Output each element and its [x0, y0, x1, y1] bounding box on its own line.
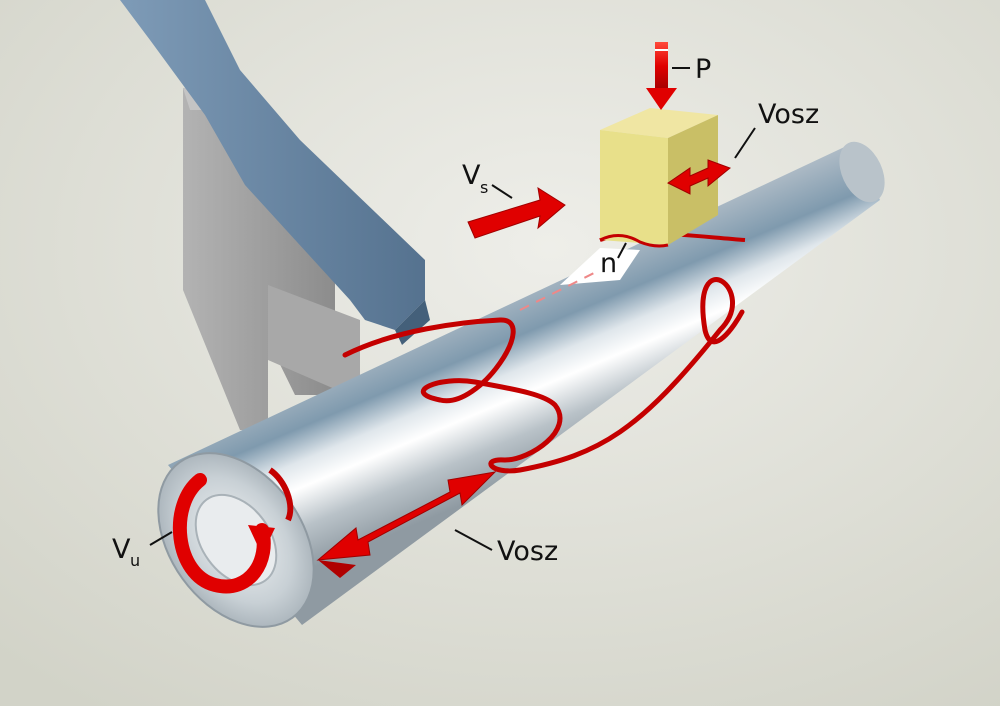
arrow-vosz-top-body [667, 159, 731, 195]
cylinder-body [168, 142, 880, 625]
cube-front [600, 130, 668, 245]
leader-vu [149, 531, 173, 546]
cube-contact-edge [599, 234, 669, 248]
arrow-vu-arc [173, 473, 271, 594]
label-vu-main: V [112, 534, 131, 565]
label-vs-main: V [462, 160, 481, 191]
feed-trace [519, 269, 601, 311]
cylinder-far-end [839, 141, 885, 203]
arrow-vu-back [268, 467, 294, 522]
tool-holder [120, 0, 430, 430]
cube-top [600, 108, 718, 138]
leader-lines [149, 67, 756, 551]
arrow-p [646, 42, 677, 110]
label-n: n [600, 248, 617, 279]
label-p: P [695, 54, 711, 85]
label-vosz-bottom: Vosz [497, 536, 558, 567]
leader-vosz-bottom [454, 529, 493, 551]
arrow-vosz-bottom-tip [318, 560, 356, 578]
holder-blue-strip [120, 0, 425, 330]
arrow-p-shaft [655, 42, 668, 90]
leader-vosz-top [734, 127, 756, 159]
arrow-vosz-bottom-body [316, 471, 497, 561]
leader-n [617, 242, 627, 259]
arrow-vu-head [248, 525, 275, 555]
contact-highlight [560, 248, 640, 285]
arrow-p-head [646, 88, 677, 110]
holder-grey-foot [268, 285, 360, 400]
arrow-vosz-top [667, 159, 731, 195]
arrow-vu [173, 467, 294, 594]
label-vosz-top: Vosz [758, 99, 819, 130]
label-vs-sub: s [480, 178, 488, 197]
oscillation-curve [342, 277, 745, 474]
arrow-vs [467, 186, 566, 239]
leader-vs [491, 184, 513, 199]
arrow-vs-body [467, 186, 566, 239]
label-vu-sub: u [130, 551, 140, 570]
arrow-vosz-bottom [316, 471, 497, 578]
